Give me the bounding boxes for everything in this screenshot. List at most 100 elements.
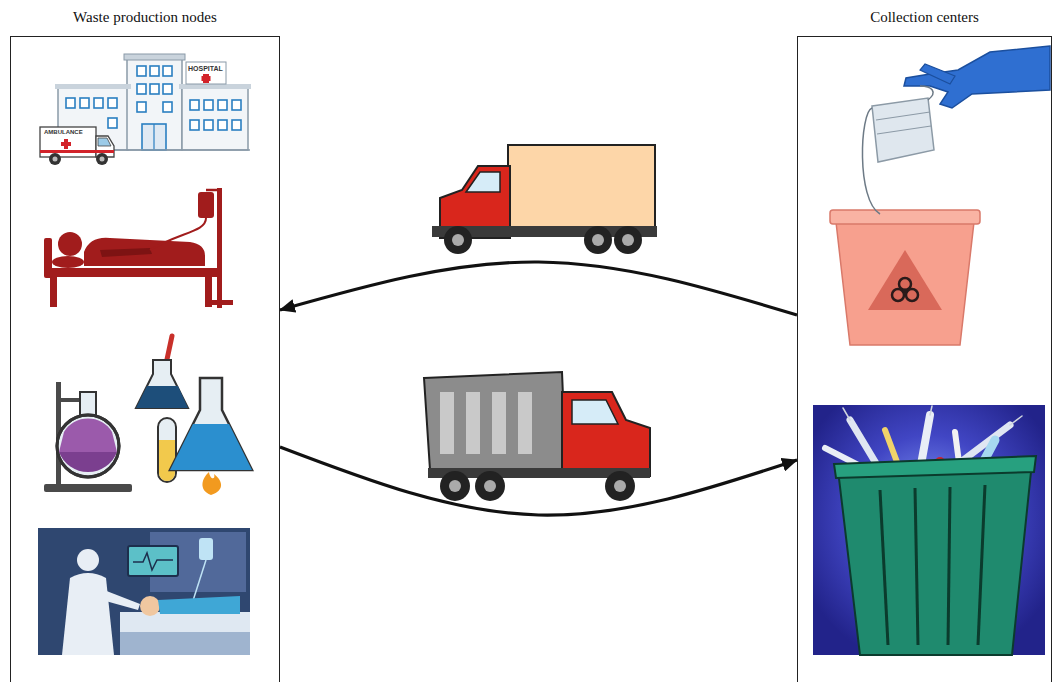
hospital-icon-part-part — [190, 120, 199, 130]
lab-flasks-icon-part — [170, 424, 252, 470]
dump-truck-icon-part — [424, 372, 566, 470]
dump-truck-icon-part — [605, 471, 635, 501]
dump-truck-icon-part — [440, 471, 470, 501]
biohazard-bin-icon-part-part — [877, 126, 931, 134]
box-truck-icon-part — [508, 145, 655, 227]
hospital-icon-part — [153, 124, 154, 150]
hospital-icon-part-part — [80, 98, 89, 108]
icu-photo-part — [120, 632, 250, 655]
icu-photo-part — [62, 573, 114, 655]
medical-trash-icon — [813, 405, 1045, 655]
dump-truck-icon-part — [449, 480, 461, 492]
box-truck-icon-part — [622, 234, 634, 246]
hospital-icon-part — [182, 88, 248, 150]
dump-truck-icon-part-part — [492, 392, 506, 454]
box-truck-icon-part — [592, 234, 604, 246]
ambulance-icon-part — [98, 138, 111, 146]
lab-flasks-icon-part — [44, 484, 132, 492]
panel-heading: Collection centers — [738, 8, 1057, 26]
hospital-icon-part-part — [108, 118, 117, 128]
ambulance-icon-part — [49, 153, 61, 165]
patient-icon-part — [205, 300, 233, 305]
lab-flasks-icon-part — [158, 418, 176, 482]
medical-trash-icon-part-part — [1010, 416, 1022, 425]
patient-icon-part — [150, 218, 206, 250]
biohazard-bin-icon-part — [872, 98, 934, 162]
hospital-icon-part-part — [108, 98, 117, 108]
hospital-icon-part-part — [163, 84, 172, 94]
icu-photo-part — [140, 596, 160, 616]
dump-truck-icon-part-part — [440, 392, 454, 454]
medical-trash-icon-part — [834, 456, 1036, 478]
biohazard-bin-icon-part — [920, 86, 933, 100]
lab-flasks-icon-part — [170, 378, 252, 470]
lab-flasks-icon-part — [136, 386, 188, 408]
hospital-icon-part-part — [150, 66, 159, 76]
biohazard-bin-icon-part-part — [876, 112, 930, 120]
dump-truck-icon-part-part — [466, 392, 480, 454]
box-truck-icon-part — [444, 226, 472, 254]
medical-trash-icon-part-part — [930, 406, 932, 415]
dump-truck-icon-part — [614, 480, 626, 492]
medical-trash-icon-part — [838, 462, 1032, 655]
dump-truck-icon — [424, 372, 650, 501]
icu-photo-part — [133, 553, 173, 570]
hospital-icon-part — [202, 76, 211, 81]
medical-trash-icon-part — [880, 485, 985, 645]
patient-icon-part — [100, 248, 152, 257]
biohazard-bin-icon — [830, 46, 1050, 345]
hospital-icon-part — [127, 58, 182, 150]
hospital-icon-part-part — [232, 120, 241, 130]
hospital-icon-part-part — [137, 84, 146, 94]
icu-photo-part — [199, 538, 213, 560]
patient-icon-part — [58, 232, 82, 256]
hospital-icon-part-part — [190, 100, 199, 110]
hospital-icon-part-part — [218, 100, 227, 110]
medical-trash-icon-part-part — [948, 487, 950, 645]
lab-flasks-icon-part — [57, 415, 119, 477]
icu-photo — [38, 528, 250, 655]
biohazard-bin-icon-part-part — [899, 278, 911, 290]
hospital-icon-part-part — [66, 98, 75, 108]
box-truck-icon-part — [584, 226, 612, 254]
hospital-icon-part — [142, 124, 166, 150]
biohazard-bin-icon-part-part — [906, 289, 918, 301]
sign-text: HOSPITAL — [188, 65, 223, 72]
dump-truck-icon-part-part — [518, 392, 532, 454]
biohazard-bin-icon-part — [862, 108, 880, 214]
lab-flasks-icon-part — [136, 360, 188, 408]
biohazard-bin-icon-part — [830, 210, 980, 224]
patient-icon — [44, 188, 233, 308]
flow-arrow — [280, 262, 797, 315]
hospital-icon-part-part — [137, 102, 146, 112]
ambulance-icon-part — [40, 150, 114, 153]
sign-text: AMBULANCE — [44, 129, 83, 135]
box-truck-icon-part — [466, 172, 500, 192]
box-truck-icon — [432, 145, 657, 254]
icu-photo-part — [158, 596, 240, 614]
medical-trash-icon-part — [813, 405, 1045, 655]
biohazard-bin-icon-part — [892, 278, 918, 301]
ambulance-icon-part — [100, 157, 105, 162]
ambulance-icon-part — [96, 153, 108, 165]
hospital-icon-part-part — [218, 120, 227, 130]
patient-icon-part — [84, 238, 205, 266]
icu-photo-part — [128, 546, 178, 576]
hospital-icon-part — [186, 62, 226, 84]
lab-flasks-icon-part — [57, 415, 119, 477]
dump-truck-icon-part — [440, 392, 532, 454]
ambulance-icon-part — [53, 157, 58, 162]
ambulance-icon-part — [61, 142, 71, 146]
box-truck-icon-part — [452, 234, 464, 246]
medical-trash-icon-part-part — [880, 490, 888, 645]
panel-heading: Waste production nodes — [0, 8, 339, 26]
biohazard-bin-icon-part — [920, 64, 955, 84]
patient-icon-part — [206, 189, 219, 192]
icu-photo-part — [77, 549, 99, 571]
flow-arrow — [280, 447, 797, 515]
hospital-icon-part-part — [163, 102, 172, 112]
patient-icon-part — [50, 277, 57, 307]
